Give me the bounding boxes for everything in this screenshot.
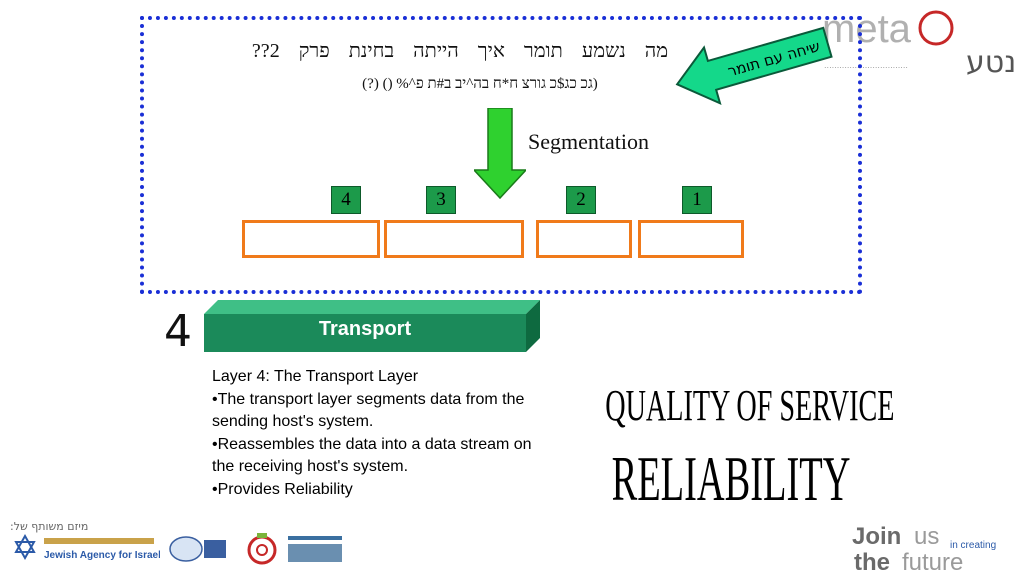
segment-number-4: 4 (331, 186, 361, 214)
transport-layer-title: Transport (318, 318, 412, 340)
layer-bullet: •Provides Reliability (212, 480, 353, 498)
layer-bullet: •Reassembles the data into a data stream… (212, 435, 532, 476)
segmentation-arrow-icon (474, 108, 526, 200)
hebrew-message-line1: מה נשמע תומר איך הייתה בחינת פרק 2?? (251, 40, 669, 62)
future-word: future (902, 549, 963, 576)
join-us-the-future-logo: Join us in creating the future (852, 523, 996, 576)
layer-description: Layer 4: The Transport Layer •The transp… (212, 366, 552, 501)
hebrew-message-line2: (גכ כג$כ גורצ ח*ח בה^יב ב#ת פ^% () (?) (362, 76, 598, 92)
layer-bullet: •The transport layer segments data from … (212, 390, 525, 431)
jewish-agency-logo: Jewish Agency for Israel (14, 533, 160, 561)
segment-box-1 (638, 220, 744, 258)
meta-logo: meta נטע ...............................… (822, 7, 1016, 80)
callout-arrow: שיחה עם תומר (675, 26, 833, 106)
logo-meta-text: meta (822, 7, 912, 51)
svg-text:..............................: ................................. (824, 61, 908, 70)
quality-of-service-heading: QUALITY OF SERVICE (605, 381, 895, 430)
segment-number-1: 1 (682, 186, 712, 214)
us-word: us (914, 523, 939, 550)
cisco-logo (288, 536, 342, 562)
partner-logo-2 (169, 536, 226, 562)
logo-hebrew-text: נטע (966, 45, 1016, 80)
segment-number-2: 2 (566, 186, 596, 214)
segment-number-3: 3 (426, 186, 456, 214)
the-word: the (854, 549, 890, 576)
segment-box-2 (536, 220, 632, 258)
segment-box-4 (242, 220, 380, 258)
jewish-agency-text: Jewish Agency for Israel (44, 550, 160, 561)
segment-box-3 (384, 220, 524, 258)
layer-number: 4 (164, 306, 192, 357)
segmentation-label: Segmentation (528, 129, 649, 154)
reliability-heading: RELIABILITY (611, 443, 851, 514)
in-creating-text: in creating (950, 540, 996, 551)
sponsor-credit: מיזם משותף של: (10, 520, 89, 533)
layer-description-title: Layer 4: The Transport Layer (212, 368, 419, 385)
meta-small-logo (247, 533, 277, 565)
transport-layer-bar (204, 300, 540, 352)
join-word: Join (852, 523, 901, 550)
segmentation-frame (140, 16, 862, 294)
